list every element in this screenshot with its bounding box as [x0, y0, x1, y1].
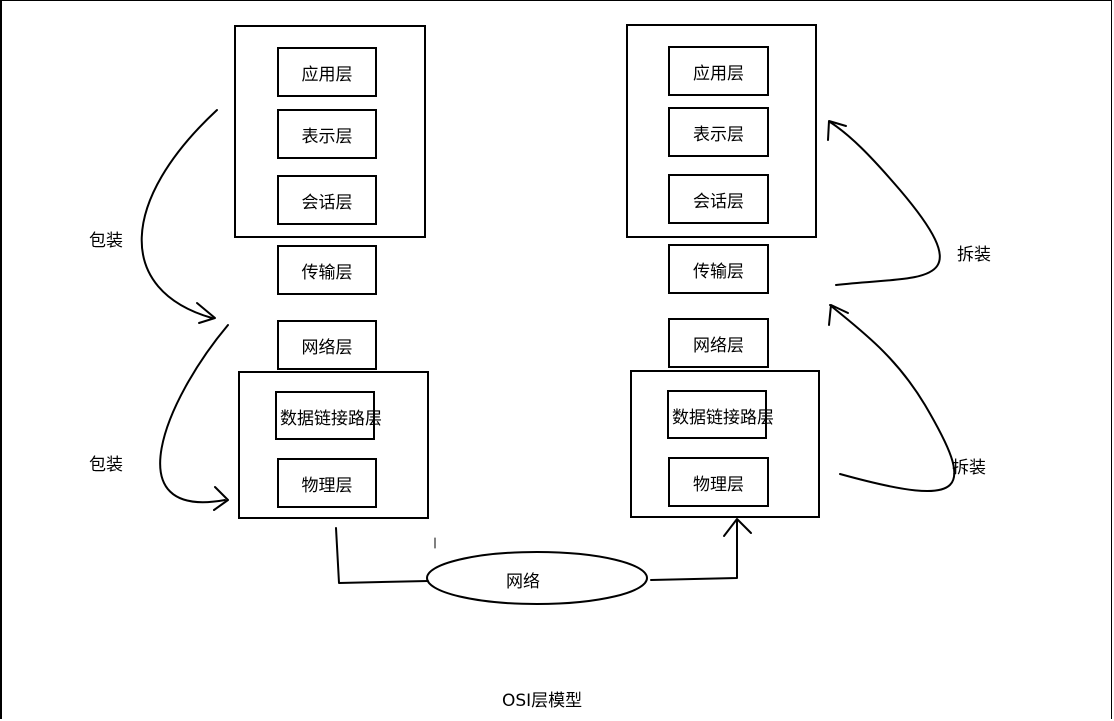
left-network-layer: 网络层 — [277, 320, 377, 370]
wrap-label-bottom: 包装 — [89, 455, 123, 475]
network-link-left — [335, 527, 429, 584]
wrap-arrowhead-top — [196, 302, 216, 324]
wrap-arrowhead-bottom — [213, 486, 229, 511]
network-cloud — [426, 551, 648, 605]
right-session-layer: 会话层 — [668, 174, 769, 224]
wrap-label-top: 包装 — [89, 231, 123, 251]
right-network-layer: 网络层 — [668, 318, 769, 368]
wrap-arrow-bottom — [159, 324, 229, 504]
right-physical-layer: 物理层 — [668, 457, 769, 507]
left-datalink-layer: 数据链接路层 — [280, 409, 382, 429]
left-presentation-layer: 表示层 — [277, 109, 377, 159]
left-physical-layer: 物理层 — [277, 458, 377, 508]
right-datalink-layer: 数据链接路层 — [672, 408, 774, 428]
wrap-arrow-top — [140, 109, 218, 319]
right-presentation-layer: 表示层 — [668, 107, 769, 157]
unwrap-arrow-top — [829, 121, 941, 286]
network-cloud-label: 网络 — [506, 572, 540, 592]
unwrap-arrow-bottom — [829, 304, 956, 493]
unwrap-arrowhead-bottom — [828, 304, 849, 326]
diagram-caption: OSI层模型 — [502, 691, 583, 711]
unwrap-arrowhead-top — [827, 120, 847, 141]
right-datalink-box — [667, 390, 767, 439]
left-transport-layer: 传输层 — [277, 245, 377, 295]
network-link-right — [650, 519, 738, 581]
unwrap-label-bottom: 拆装 — [952, 458, 986, 478]
network-link-arrowhead — [723, 518, 752, 537]
right-application-layer: 应用层 — [668, 46, 769, 96]
left-session-layer: 会话层 — [277, 175, 377, 225]
left-datalink-box — [275, 391, 375, 440]
right-transport-layer: 传输层 — [668, 244, 769, 294]
unwrap-label-top: 拆装 — [957, 245, 991, 265]
left-application-layer: 应用层 — [277, 47, 377, 97]
